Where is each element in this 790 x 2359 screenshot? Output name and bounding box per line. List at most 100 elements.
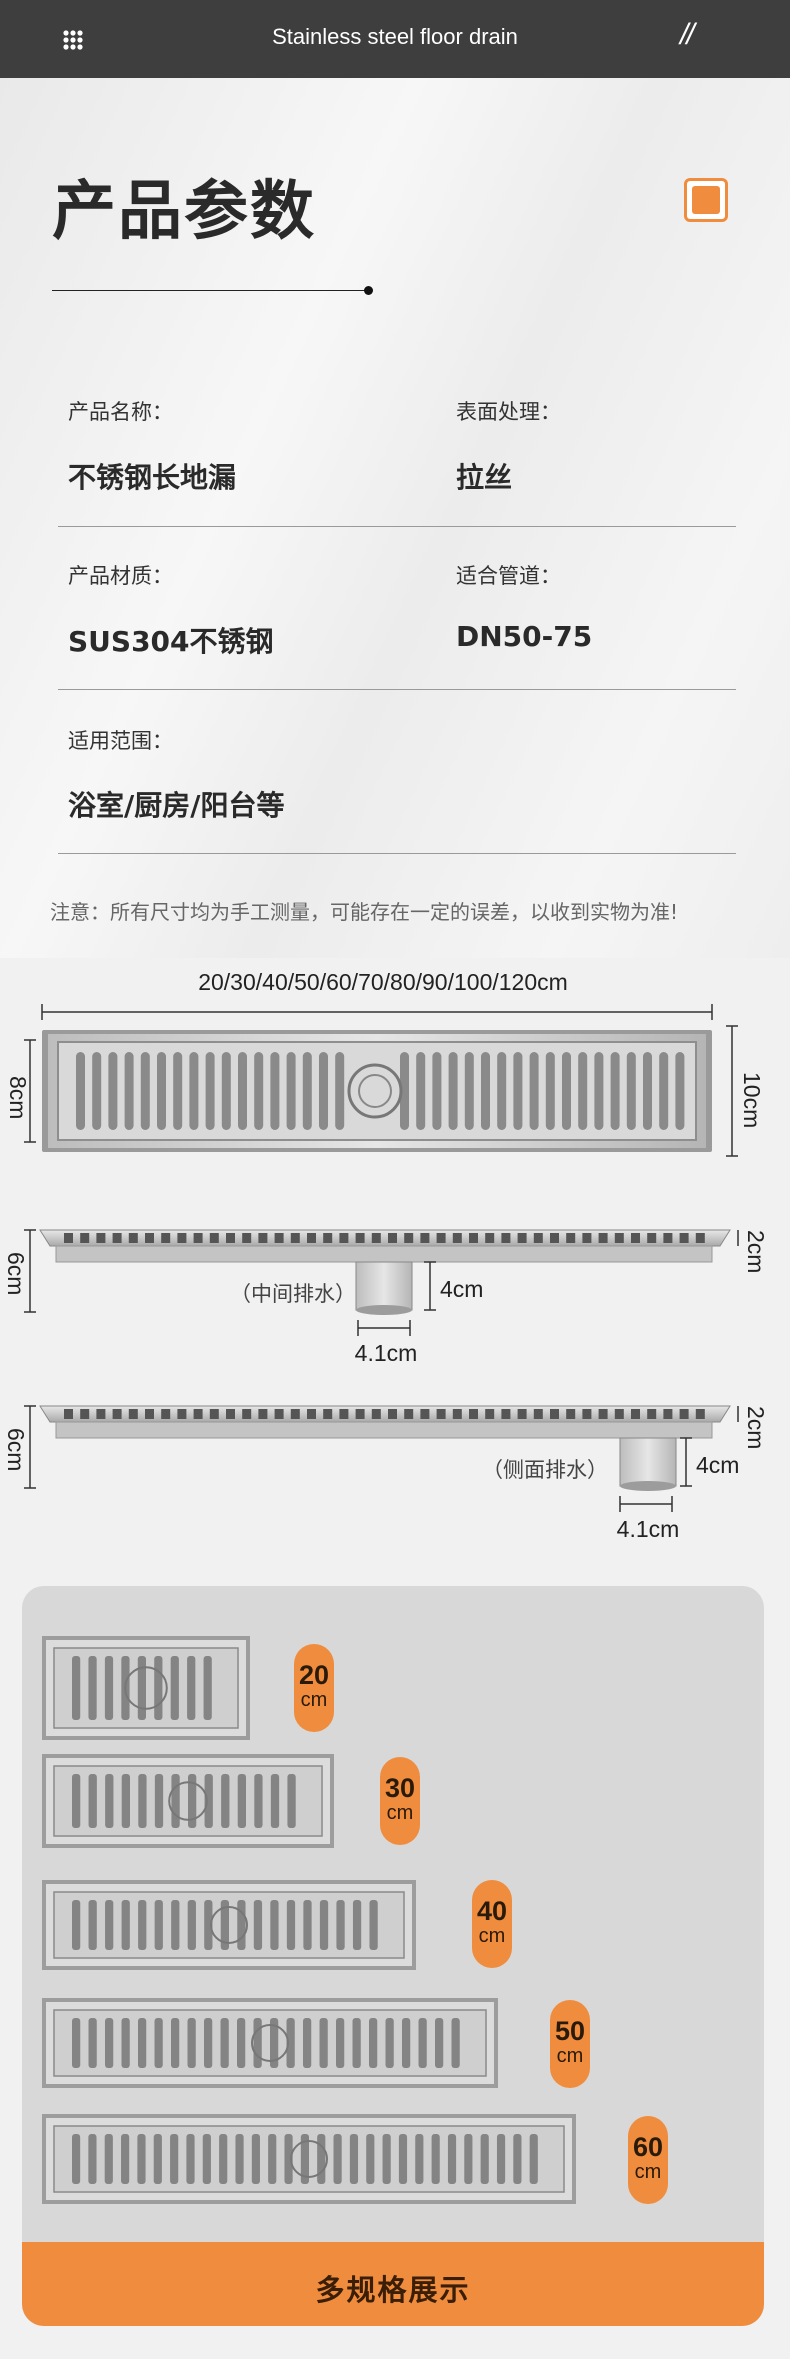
grate-slot — [124, 1052, 134, 1130]
mini-slot — [464, 2134, 473, 2184]
size-row-20: 20 cm — [42, 1636, 334, 1744]
spec-value-material: SUS304不锈钢 — [68, 625, 274, 658]
grate-tooth — [647, 1233, 657, 1243]
mini-slot — [153, 2134, 162, 2184]
grate-tooth — [193, 1233, 203, 1243]
grate-tooth — [679, 1233, 689, 1243]
grate-slot — [205, 1052, 215, 1130]
size-unit: cm — [478, 1925, 506, 1947]
mini-slot — [431, 2134, 440, 2184]
mini-slot — [496, 2134, 506, 2184]
grate-tooth — [209, 1409, 219, 1419]
grate-tooth — [566, 1233, 576, 1243]
grate-tooth — [258, 1409, 268, 1419]
size-unit: cm — [386, 1802, 414, 1824]
grate-tooth — [614, 1409, 624, 1419]
body-height-label: 6cm — [3, 1252, 29, 1295]
size-badge-40: 40 cm — [472, 1880, 512, 1968]
mini-slot — [270, 2018, 279, 2068]
grate-tooth — [226, 1233, 235, 1243]
grate-tooth — [80, 1233, 90, 1243]
grate-tooth — [679, 1409, 689, 1419]
mini-slot — [187, 1656, 196, 1720]
mini-slot — [138, 2018, 147, 2068]
center-drain-side-view: 6cm 2cm 4cm （中间排水） 4.1cm — [3, 1229, 769, 1366]
grate-tooth — [631, 1233, 640, 1243]
mini-slot — [336, 2018, 345, 2068]
grate-slot — [319, 1052, 328, 1130]
spec-label-material: 产品材质： — [68, 564, 173, 588]
grate-tooth — [436, 1409, 446, 1419]
grate-tooth — [193, 1409, 203, 1419]
mini-center-ring — [290, 2140, 328, 2178]
size-row-40: 40 cm — [42, 1880, 512, 1974]
grate-tooth — [501, 1233, 511, 1243]
grate-tooth — [485, 1409, 495, 1419]
mini-slot — [254, 1774, 263, 1828]
body-height-label: 6cm — [3, 1428, 29, 1471]
grate-tooth — [550, 1409, 559, 1419]
grate-tooth — [145, 1233, 154, 1243]
grate-slot — [157, 1052, 166, 1130]
size-number: 50 — [554, 2016, 586, 2046]
mini-slot — [319, 2018, 328, 2068]
mini-slot — [333, 2134, 342, 2184]
mini-slot — [138, 1774, 147, 1828]
top-height-label: 2cm — [743, 1406, 769, 1449]
grate-slot — [562, 1052, 571, 1130]
outlet-height-label: 4cm — [696, 1452, 739, 1478]
grate-slot — [108, 1052, 118, 1130]
length-dimension-label: 20/30/40/50/60/70/80/90/100/120cm — [198, 969, 568, 995]
mini-slot — [88, 1774, 97, 1828]
grate-tooth — [582, 1233, 592, 1243]
drain-outlet-pipe — [619, 1437, 677, 1487]
mini-slot — [204, 1900, 213, 1950]
grid-menu-icon[interactable] — [62, 29, 84, 51]
top-bar: Stainless steel floor drain // — [0, 0, 790, 78]
size-row-60: 60 cm — [42, 2114, 668, 2208]
size-unit: cm — [634, 2161, 662, 2183]
size-badge-20: 20 cm — [294, 1644, 334, 1732]
spec-value-pipe: DN50-75 — [456, 620, 593, 653]
size-number: 30 — [384, 1773, 416, 1803]
mini-slot — [268, 2134, 277, 2184]
mini-slot — [286, 2018, 295, 2068]
grate-tooth — [550, 1233, 559, 1243]
grate-slot — [335, 1052, 345, 1130]
mini-slot — [121, 2134, 130, 2184]
mini-slot — [204, 2018, 213, 2068]
mini-slot — [270, 1900, 279, 1950]
mini-slot — [317, 2134, 326, 2184]
mini-slot — [253, 1900, 263, 1950]
size-badge-30: 30 cm — [380, 1757, 420, 1845]
mini-slot — [251, 2134, 260, 2184]
size-badge-50: 50 cm — [550, 2000, 590, 2088]
spec-divider — [58, 526, 736, 527]
grate-tooth — [404, 1409, 414, 1419]
mini-slot — [171, 1774, 180, 1828]
mini-slot — [72, 2018, 81, 2068]
side-drain-label: （侧面排水） — [482, 1458, 608, 1482]
grate-slot — [545, 1052, 555, 1130]
grate-slot — [432, 1052, 442, 1130]
mini-slot — [154, 1656, 163, 1720]
grate-tooth — [339, 1233, 349, 1243]
grate-tooth — [145, 1409, 154, 1419]
outlet-height-label: 4cm — [440, 1276, 483, 1302]
section-title: 产品参数 — [52, 175, 316, 249]
grate-tooth — [258, 1233, 268, 1243]
grate-tooth — [242, 1233, 252, 1243]
mini-slot — [303, 2018, 312, 2068]
mini-slot — [170, 1656, 179, 1720]
drain-outlet-pipe — [355, 1261, 413, 1311]
drain-60cm-image — [42, 2114, 576, 2204]
mini-slot — [72, 2134, 81, 2184]
top-height-label: 2cm — [743, 1230, 769, 1273]
grate-slot — [254, 1052, 264, 1130]
grate-tooth — [485, 1233, 495, 1243]
mini-slot — [88, 1900, 97, 1950]
grate-slot — [270, 1052, 280, 1130]
mini-slot — [137, 2134, 146, 2184]
grate-tooth — [112, 1409, 122, 1419]
size-number: 60 — [632, 2132, 664, 2162]
